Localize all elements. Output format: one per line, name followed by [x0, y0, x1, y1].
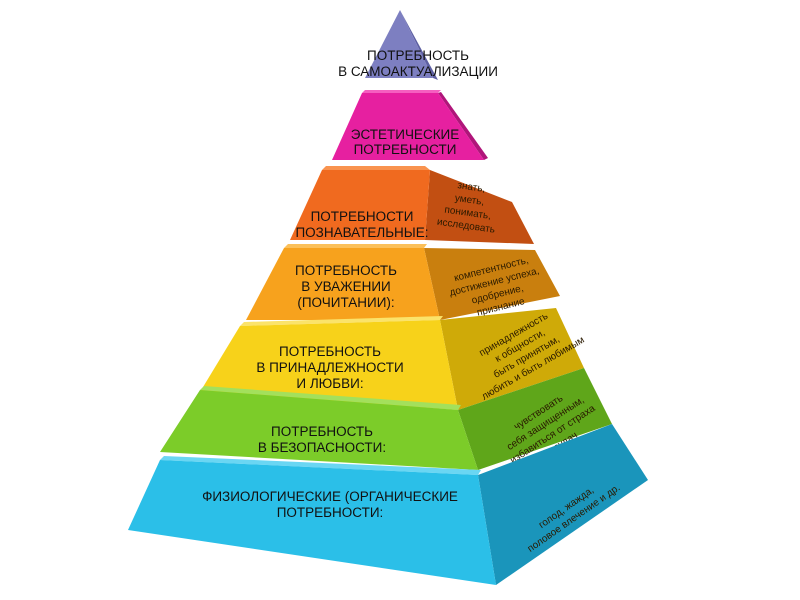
level-label-line: ФИЗИОЛОГИЧЕСКИЕ (ОРГАНИЧЕСКИЕ	[202, 489, 458, 504]
level-label-line: ПОТРЕБНОСТЬ	[271, 424, 373, 439]
level-front-face	[160, 390, 478, 470]
level-front-face	[332, 93, 484, 160]
level-side-face	[438, 92, 488, 160]
level-side-face	[424, 248, 560, 320]
level-label-line: (ПОЧИТАНИИ):	[297, 295, 394, 310]
level-top-face	[284, 244, 427, 248]
level-top-face	[200, 386, 461, 410]
level-label-line: ПОТРЕБНОСТИ	[311, 209, 414, 224]
level-label-line: И ЛЮБВИ:	[296, 376, 363, 391]
level-label-line: В САМОАКТУАЛИЗАЦИИ	[338, 64, 498, 79]
level-top-face	[362, 90, 441, 93]
level-detail-line: знать,	[457, 180, 486, 195]
level-label-line: В БЕЗОПАСНОСТИ:	[258, 440, 386, 455]
level-side-face	[425, 170, 534, 244]
level-front-face	[128, 460, 496, 585]
level-label-line: В УВАЖЕНИИ	[301, 279, 391, 294]
level-detail-line: уметь,	[454, 193, 485, 208]
level-label-line: ПОТРЕБНОСТИ	[354, 142, 457, 157]
level-front-face	[246, 248, 440, 320]
level-label-line: В ПРИНАДЛЕЖНОСТИ	[256, 360, 403, 375]
level-label-line: ЭСТЕТИЧЕСКИЕ	[351, 127, 460, 142]
level-front-face	[290, 170, 430, 240]
level-top-face	[240, 316, 443, 326]
level-side-face	[440, 308, 584, 410]
level-top-face	[160, 456, 481, 475]
level-top-face	[322, 166, 430, 170]
level-side-face	[478, 424, 648, 585]
level-label-line: ПОТРЕБНОСТЬ	[367, 48, 469, 63]
level-label-line: ПОЗНАВАТЕЛЬНЫЕ:	[295, 225, 428, 240]
level-front-face	[365, 10, 433, 78]
level-label-line: ПОТРЕБНОСТИ:	[277, 505, 384, 520]
level-label-line: ПОТРЕБНОСТЬ	[279, 344, 381, 359]
level-label-line: ПОТРЕБНОСТЬ	[295, 263, 397, 278]
level-front-face	[200, 320, 458, 410]
level-side-face	[400, 10, 438, 80]
level-side-face	[458, 368, 612, 470]
